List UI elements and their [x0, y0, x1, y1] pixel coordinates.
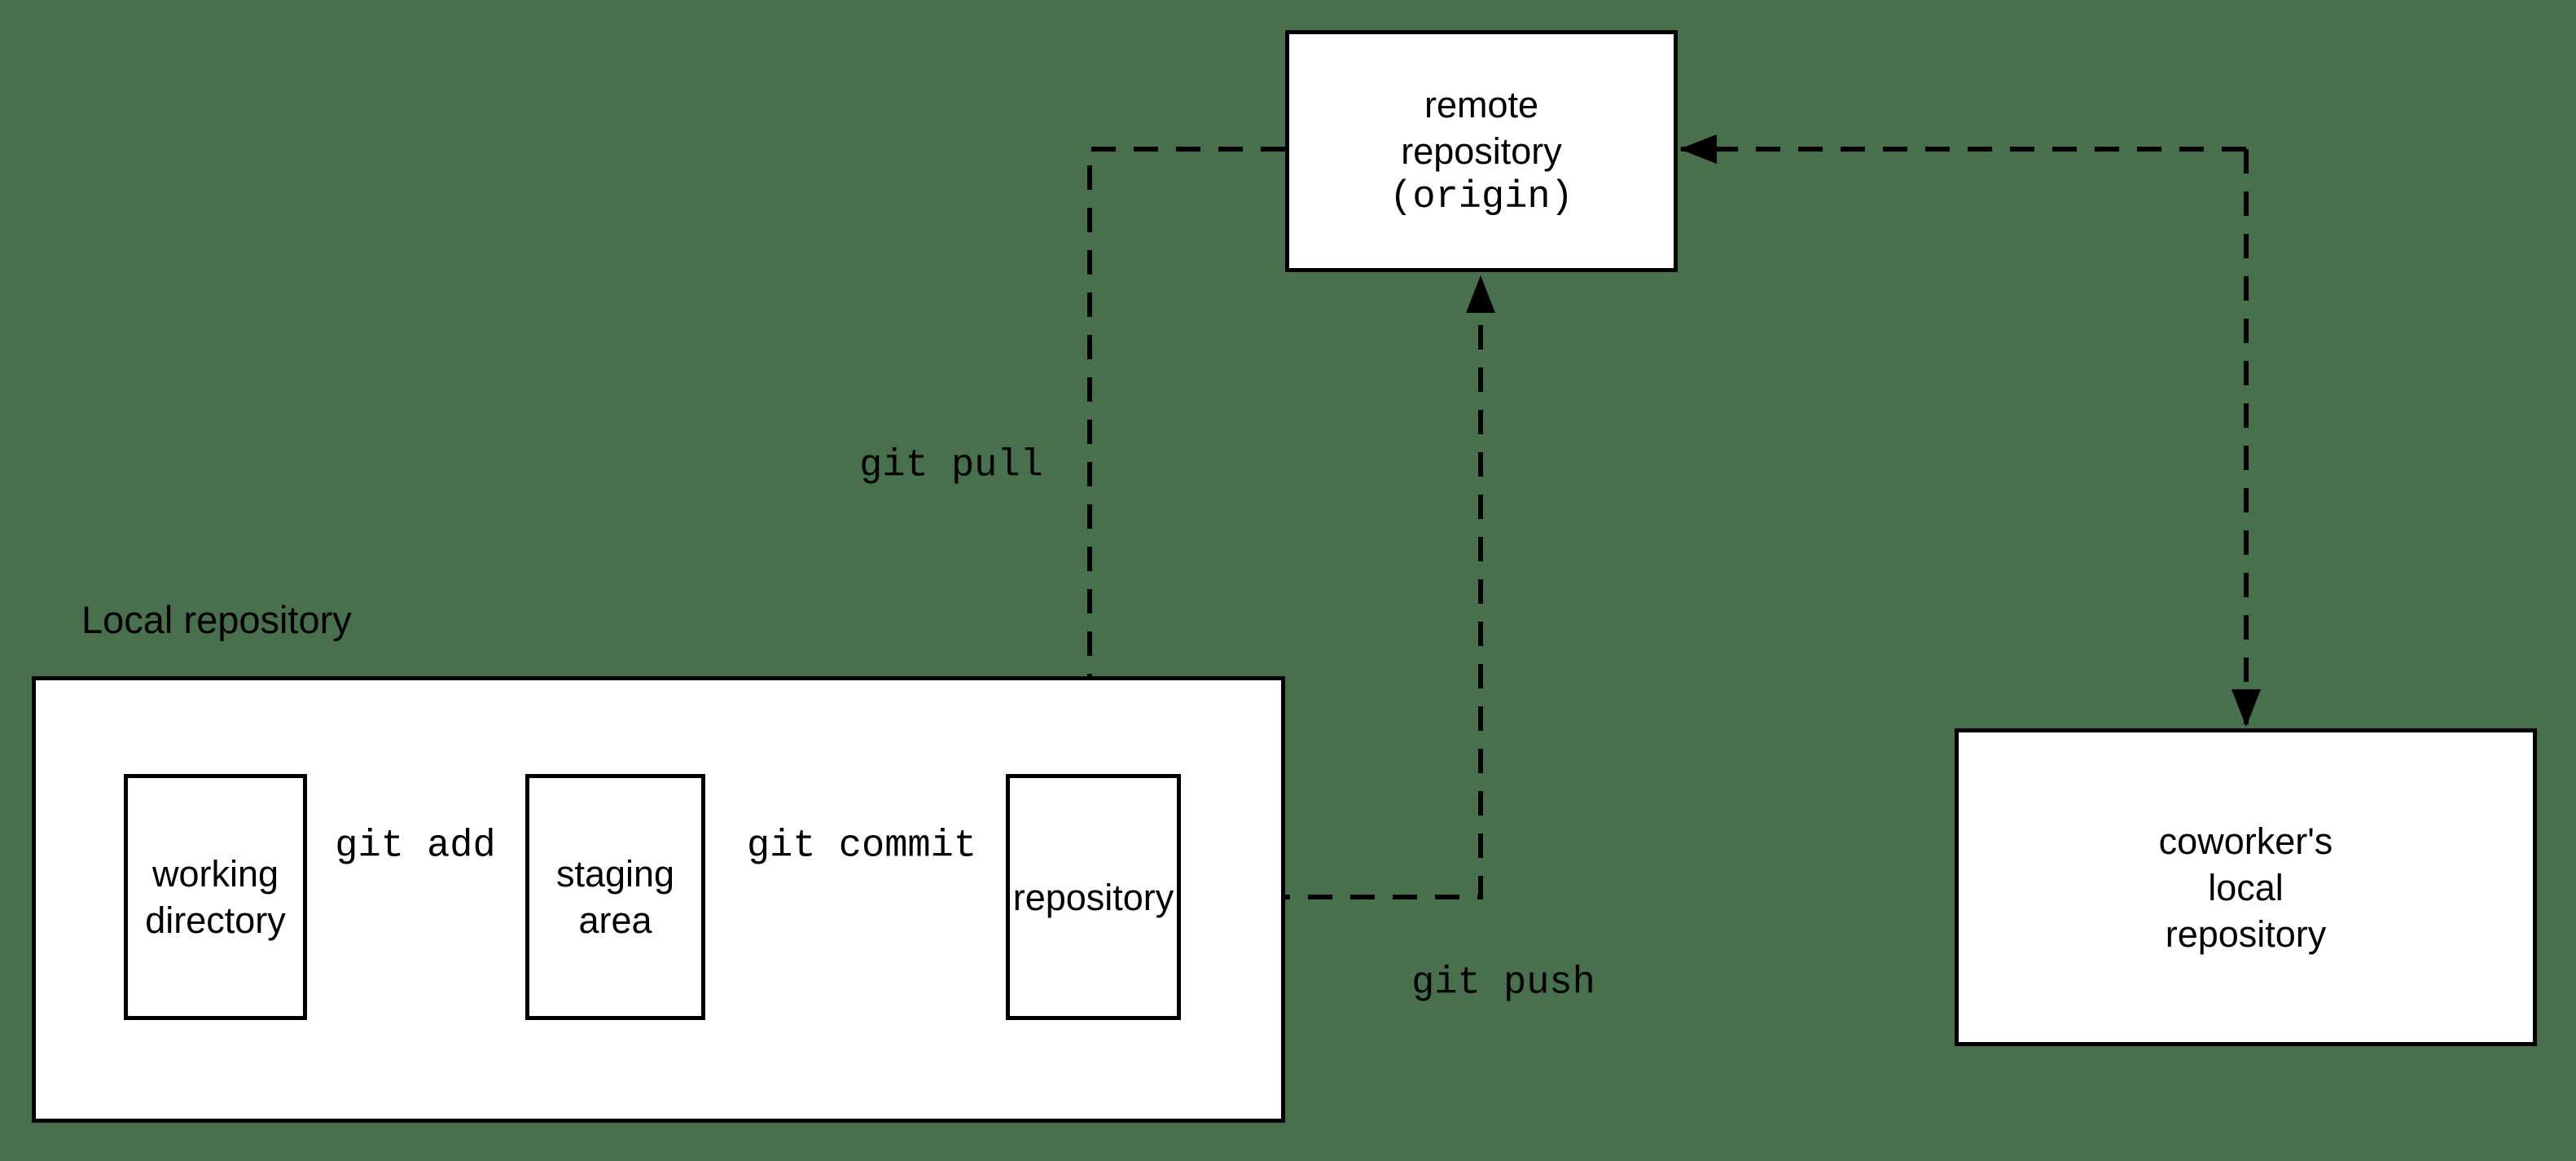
remote-repository-origin-label: (origin)	[1389, 176, 1573, 219]
coworker-repository-label: coworker's local repository	[2158, 820, 2333, 955]
staging-area-label: staging area	[555, 853, 675, 941]
remote-repository-box: remote repository (origin)	[1285, 30, 1678, 272]
coworker-repository-box: coworker's local repository	[1955, 728, 2537, 1046]
git-push-label: git push	[1411, 961, 1595, 1005]
git-pull-label: git pull	[859, 444, 1043, 488]
working-directory-box: working directory	[124, 774, 307, 1020]
repository-box: repository	[1006, 774, 1181, 1020]
working-directory-label: working directory	[145, 853, 286, 941]
staging-area-box: staging area	[525, 774, 705, 1020]
git-commit-label: git commit	[746, 825, 977, 869]
remote-repository-label: remote repository	[1401, 84, 1562, 172]
local-repository-title: Local repository	[81, 598, 352, 641]
git-pull-arrow	[1075, 147, 1285, 772]
git-add-label: git add	[335, 825, 496, 869]
repository-label: repository	[1012, 876, 1174, 918]
